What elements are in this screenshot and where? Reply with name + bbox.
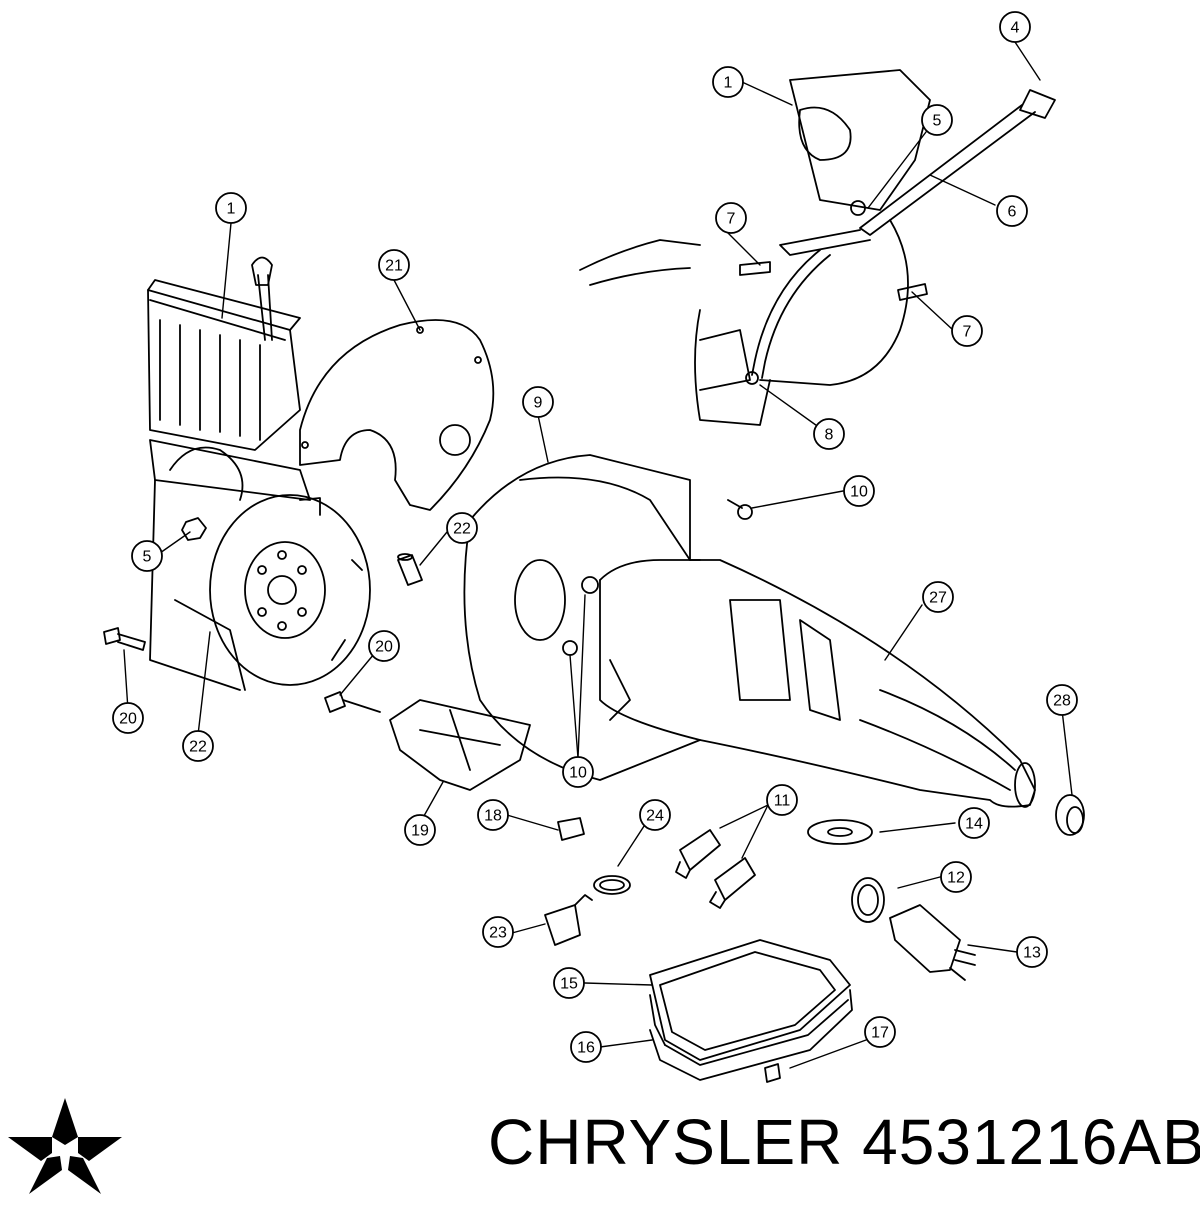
part-title: CHRYSLER 4531216AB — [488, 1107, 1200, 1177]
callout-number: 14 — [965, 816, 983, 833]
callout-6: 6 — [996, 195, 1028, 227]
bolt-illustration — [103, 627, 146, 651]
callout-number: 5 — [933, 113, 942, 130]
callout-number: 7 — [963, 324, 972, 341]
callout-number: 24 — [646, 808, 664, 825]
oil-pan-illustration — [649, 939, 853, 1081]
manufacturer-name: CHRYSLER — [488, 1106, 844, 1178]
extension-seal-illustration — [1055, 794, 1085, 836]
callout-number: 15 — [560, 976, 578, 993]
pressure-switch-illustration — [889, 904, 976, 981]
callout-19: 19 — [404, 814, 436, 846]
part-number: 4531216AB — [862, 1106, 1200, 1178]
callout-10: 10 — [843, 475, 875, 507]
callout-14: 14 — [958, 807, 990, 839]
callout-7: 7 — [951, 315, 983, 347]
callout-number: 22 — [189, 739, 207, 756]
callout-number: 17 — [871, 1025, 889, 1042]
callout-number: 5 — [143, 549, 152, 566]
callout-5: 5 — [131, 540, 163, 572]
adapter-plate-illustration — [299, 319, 495, 511]
callout-24: 24 — [639, 799, 671, 831]
callout-12: 12 — [940, 861, 972, 893]
callout-10: 10 — [562, 756, 594, 788]
chrysler-pentastar-logo — [0, 1090, 130, 1200]
callout-28: 28 — [1046, 684, 1078, 716]
callout-number: 12 — [947, 870, 965, 887]
callout-17: 17 — [864, 1016, 896, 1048]
dipstick-tube-illustration — [579, 69, 1056, 426]
engine-block-illustration — [147, 256, 311, 691]
callout-number: 10 — [569, 765, 587, 782]
callout-27: 27 — [922, 581, 954, 613]
callout-22: 22 — [182, 730, 214, 762]
pipe-plug-illustration — [557, 817, 585, 841]
drain-plug-illustration — [764, 1063, 781, 1083]
callout-number: 28 — [1053, 693, 1071, 710]
callout-7: 7 — [715, 202, 747, 234]
callout-number: 21 — [385, 258, 403, 275]
flexplate-illustration — [209, 494, 371, 686]
o-ring-illustration — [851, 877, 885, 923]
callout-18: 18 — [477, 799, 509, 831]
callout-number: 13 — [1023, 945, 1041, 962]
callout-number: 7 — [727, 211, 736, 228]
dowel-pin-illustration — [397, 553, 423, 586]
callout-number: 11 — [774, 793, 791, 810]
transmission-illustration — [463, 454, 1036, 808]
callout-number: 22 — [453, 521, 471, 538]
callout-16: 16 — [570, 1031, 602, 1063]
leader-lines — [123, 41, 1073, 1069]
callout-number: 19 — [411, 823, 429, 840]
callout-number: 9 — [534, 395, 543, 412]
callout-20: 20 — [112, 702, 144, 734]
cooler-line-fitting-illustration — [675, 829, 756, 909]
nut-illustration — [181, 517, 207, 541]
callout-1: 1 — [215, 192, 247, 224]
callout-number: 18 — [484, 808, 502, 825]
callout-number: 6 — [1008, 204, 1017, 221]
callout-number: 1 — [724, 75, 733, 92]
callout-number: 20 — [119, 711, 137, 728]
speed-sensor-illustration — [544, 894, 593, 946]
callout-number: 1 — [227, 201, 236, 218]
callout-13: 13 — [1016, 936, 1048, 968]
bracket-plate-illustration — [324, 691, 531, 791]
callout-number: 20 — [375, 639, 393, 656]
callout-20: 20 — [368, 630, 400, 662]
callout-9: 9 — [522, 386, 554, 418]
callout-11: 11 — [766, 784, 798, 816]
callout-8: 8 — [813, 418, 845, 450]
callout-4: 4 — [999, 11, 1031, 43]
callout-23: 23 — [482, 916, 514, 948]
callout-21: 21 — [378, 249, 410, 281]
callout-number: 10 — [850, 484, 868, 501]
callout-number: 23 — [489, 925, 507, 942]
callout-number: 4 — [1011, 20, 1020, 37]
callout-number: 16 — [577, 1040, 595, 1057]
callout-5: 5 — [921, 104, 953, 136]
callout-15: 15 — [553, 967, 585, 999]
callout-number: 27 — [929, 590, 947, 607]
callout-number: 8 — [825, 427, 834, 444]
gasket-illustration — [593, 875, 631, 895]
callout-22: 22 — [446, 512, 478, 544]
thrust-washer-illustration — [807, 819, 873, 845]
callout-1: 1 — [712, 66, 744, 98]
